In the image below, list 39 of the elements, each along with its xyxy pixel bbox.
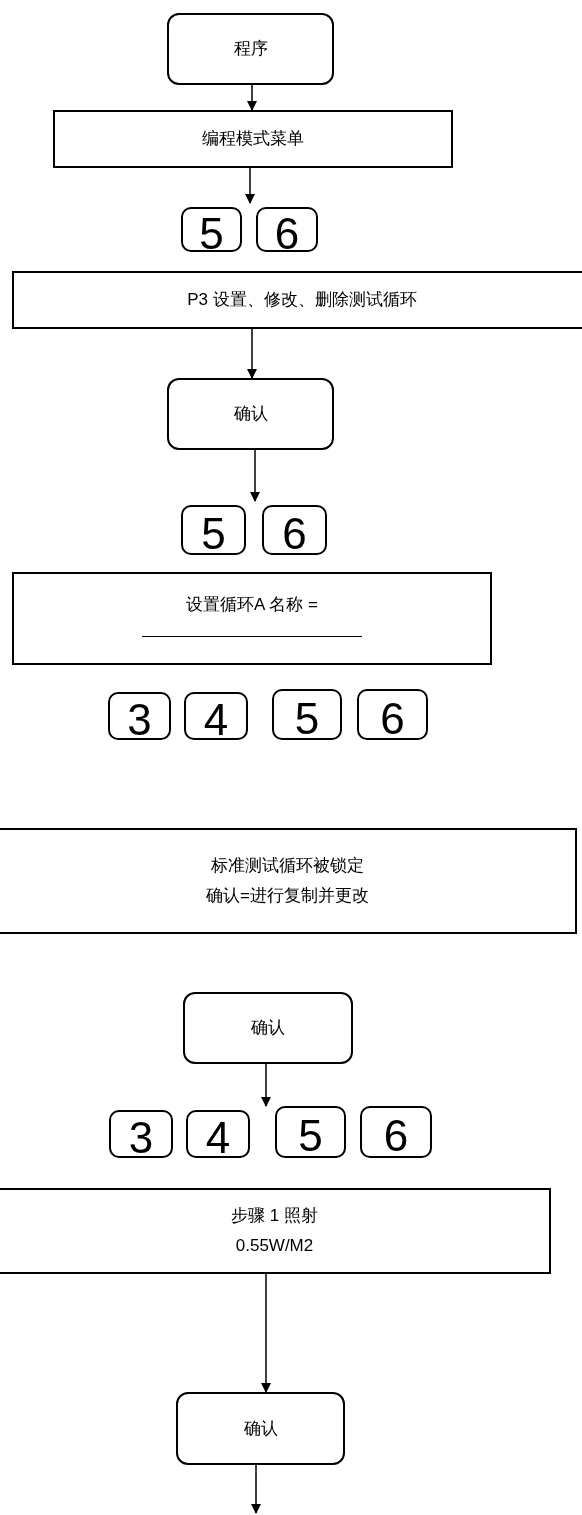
input-box: [12, 572, 492, 665]
process-box: [12, 271, 582, 329]
box-text: 确认: [233, 403, 268, 425]
box-text: 标准测试循环被锁定: [211, 855, 364, 877]
box-text: 编程模式菜单: [202, 128, 304, 150]
key-button: 3: [109, 1110, 173, 1158]
key-button: 5: [181, 505, 246, 555]
process-box: [0, 1188, 551, 1274]
box-text: 程序: [233, 38, 268, 60]
key-button: 4: [186, 1110, 250, 1158]
arrow: [250, 449, 260, 502]
key-button: 5: [272, 689, 342, 740]
key-button: 3: [108, 692, 171, 740]
key-button: 5: [275, 1106, 346, 1158]
process-box: [0, 828, 577, 934]
arrow: [245, 167, 255, 204]
key-button: 5: [181, 207, 242, 252]
rounded-box: [176, 1392, 345, 1465]
rounded-box: [183, 992, 353, 1064]
arrow: [261, 1063, 271, 1107]
box-text: 确认: [251, 1017, 285, 1039]
arrow: [261, 1273, 271, 1393]
box-text: 设置循环A 名称 =: [186, 594, 318, 616]
process-box: [53, 110, 453, 168]
box-text: 确认=进行复制并更改: [206, 885, 369, 907]
arrow: [247, 84, 257, 111]
arrow: [247, 328, 257, 379]
box-text: 步骤 1 照射: [231, 1205, 318, 1227]
rounded-box: [167, 378, 334, 450]
key-button: 6: [262, 505, 327, 555]
box-text: 0.55W/M2: [235, 1235, 314, 1257]
key-button: 6: [357, 689, 428, 740]
arrow: [251, 1464, 261, 1514]
rounded-box: [167, 13, 334, 85]
box-text: 确认: [243, 1417, 278, 1440]
box-text: P3 设置、修改、删除测试循环: [187, 289, 417, 311]
key-button: 4: [184, 692, 248, 740]
key-button: 6: [256, 207, 318, 252]
key-button: 6: [360, 1106, 432, 1158]
